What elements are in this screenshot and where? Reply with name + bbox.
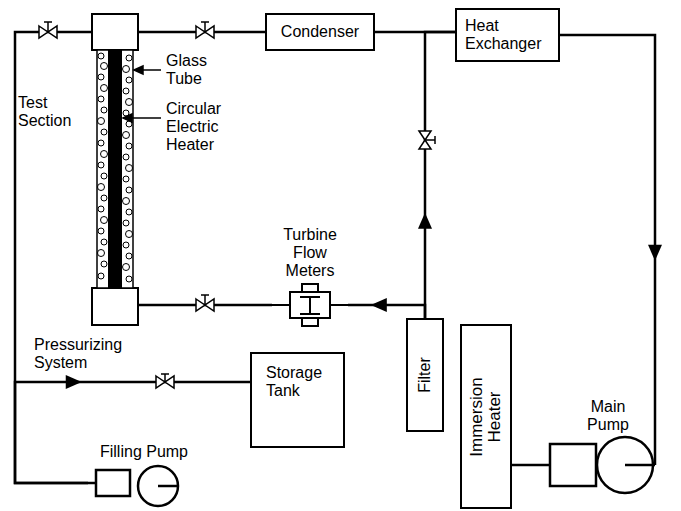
pipe-line bbox=[425, 32, 455, 318]
callout-label: Circular Electric Heater bbox=[166, 100, 258, 154]
callout-label: Pressurizing System bbox=[34, 336, 146, 372]
leader-line bbox=[142, 69, 161, 71]
heater-box: Immersion Heater bbox=[460, 324, 512, 509]
node-label: Test Section bbox=[18, 94, 84, 130]
leader-arrow bbox=[134, 66, 143, 74]
bubbles bbox=[98, 53, 133, 282]
node-label: Main Pump bbox=[578, 398, 638, 434]
arrow-head bbox=[371, 298, 387, 312]
node-label: Condenser bbox=[281, 23, 359, 41]
arrow-head bbox=[66, 375, 82, 389]
glass-tube bbox=[97, 50, 133, 288]
pipe-line bbox=[15, 382, 250, 483]
node-label: Filling Pump bbox=[88, 443, 200, 461]
flow-meter: Turbine Flow Meters bbox=[272, 226, 348, 330]
flow-meter-symbol bbox=[272, 284, 348, 326]
filling-pump-symbol bbox=[88, 466, 178, 506]
callout-label: Glass Tube bbox=[166, 52, 230, 88]
leader-arrow bbox=[123, 114, 132, 122]
node-label: Filter bbox=[416, 325, 434, 425]
valve-symbol bbox=[196, 22, 214, 38]
test-section: Test Section bbox=[92, 14, 138, 325]
arrow-head bbox=[648, 245, 662, 261]
process-box: Heat Exchanger bbox=[455, 8, 560, 62]
process-box: Condenser bbox=[265, 13, 375, 51]
valve-symbol bbox=[419, 131, 435, 149]
tank-box: Storage Tank bbox=[250, 352, 345, 448]
valve-symbol bbox=[156, 374, 174, 388]
main-pump-symbol bbox=[540, 398, 655, 493]
valve-symbol bbox=[196, 295, 214, 311]
pump: Main Pump bbox=[540, 398, 660, 497]
arrow-head bbox=[418, 213, 432, 229]
filter-box: Filter bbox=[406, 318, 444, 432]
pipe-line bbox=[560, 35, 655, 398]
node-label: Storage Tank bbox=[266, 364, 338, 400]
pipe-line bbox=[512, 464, 540, 467]
heater-rod bbox=[108, 50, 122, 288]
pipe-line bbox=[15, 32, 92, 483]
node-label: Immersion Heater bbox=[468, 362, 504, 472]
leader-line bbox=[131, 117, 161, 119]
node-label: Turbine Flow Meters bbox=[272, 226, 348, 280]
node-label: Heat Exchanger bbox=[465, 17, 550, 53]
test-footer-box bbox=[92, 288, 138, 325]
pump: Filling Pump bbox=[88, 443, 200, 510]
valve-symbol bbox=[39, 22, 57, 38]
test-header-box bbox=[92, 14, 138, 50]
